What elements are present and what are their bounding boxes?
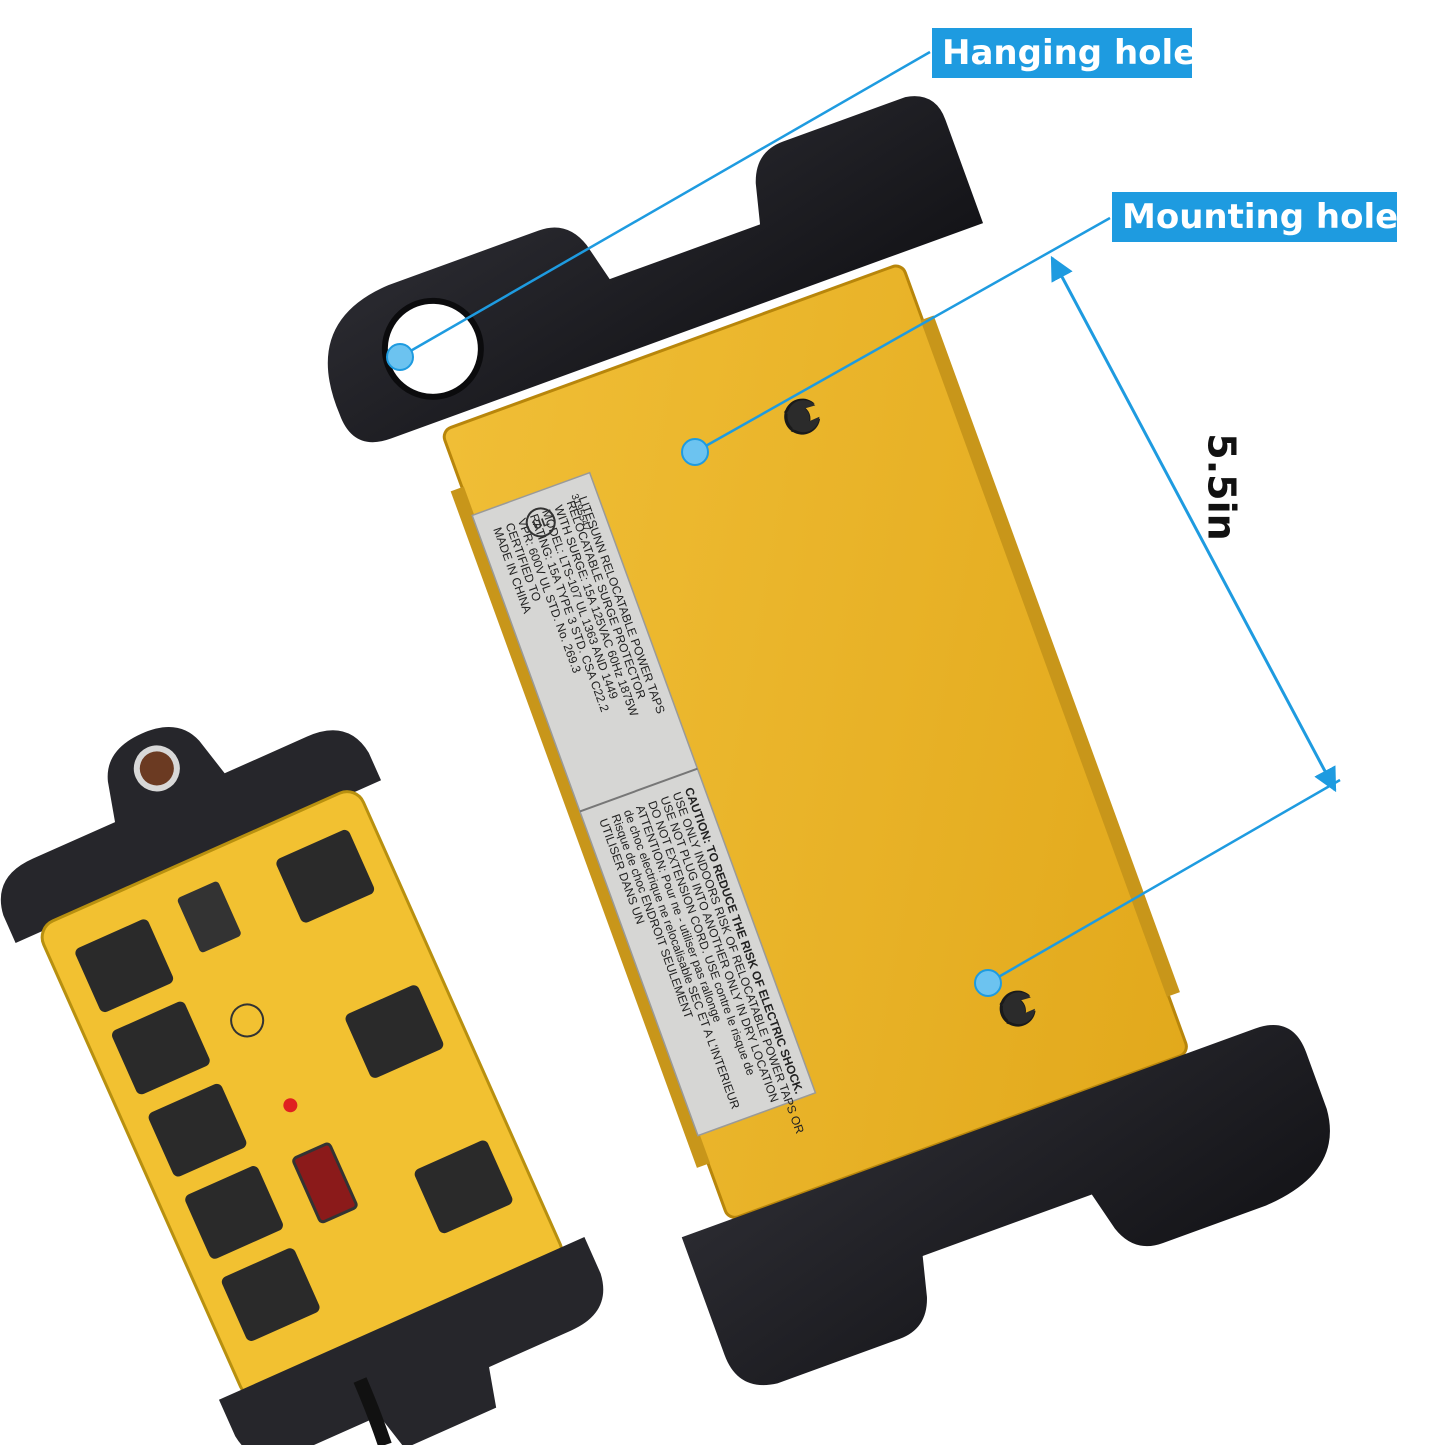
blue-dot-icon bbox=[974, 969, 1002, 997]
small-top-bracket bbox=[0, 727, 382, 943]
outlet-column-right bbox=[276, 829, 513, 1234]
small-hanging-hole bbox=[133, 745, 180, 792]
blue-dot-icon bbox=[681, 438, 709, 466]
brand-logo-icon bbox=[230, 1003, 265, 1038]
spacing-dimension-label: 5.5in bbox=[1199, 433, 1244, 541]
usb-port bbox=[177, 881, 241, 953]
protected-indicator bbox=[283, 1098, 298, 1113]
small-bottom-bracket bbox=[218, 1237, 604, 1445]
hanging-hole-callout: Hanging hole bbox=[932, 28, 1196, 78]
double-arrow-icon bbox=[1050, 255, 1337, 793]
mounting-hole-leader-bottom bbox=[987, 778, 1341, 985]
strip-body bbox=[442, 264, 1188, 1219]
mounting-slot-bottom bbox=[999, 990, 1036, 1027]
mounting-hole-leader bbox=[694, 216, 1111, 454]
small-power-strip bbox=[0, 727, 604, 1445]
hanging-hole-leader bbox=[399, 50, 931, 359]
outlet-column-left bbox=[75, 919, 320, 1341]
mounting-hole-callout: Mounting hole bbox=[1112, 192, 1398, 242]
svg-text:UL: UL bbox=[531, 514, 551, 533]
bottom-bracket bbox=[681, 1025, 1330, 1386]
mounting-slot-top bbox=[783, 398, 821, 435]
ul-mark-icon: UL bbox=[525, 507, 556, 538]
top-bracket bbox=[327, 96, 984, 443]
blue-dot-icon bbox=[386, 343, 414, 371]
power-cord bbox=[353, 1377, 392, 1445]
power-switch bbox=[292, 1142, 358, 1224]
